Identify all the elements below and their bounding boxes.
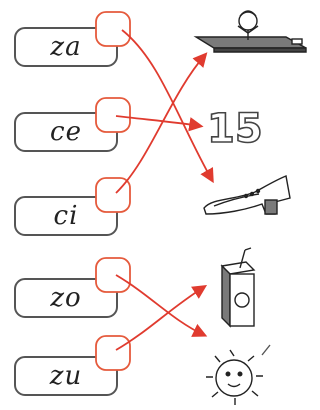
connection-line-za-shoe — [122, 30, 212, 180]
picture-number-text: 15 — [207, 106, 263, 152]
connection-line-zo-sun — [116, 275, 204, 335]
connector-circle-ce[interactable] — [96, 98, 130, 132]
sun-icon — [206, 345, 270, 405]
fifteen-number-icon: 15 — [207, 106, 263, 152]
zapping-board-icon — [196, 11, 306, 52]
connection-line-zu-juice — [116, 287, 204, 350]
connector-circle-za[interactable] — [96, 12, 130, 46]
connector-circle-zu[interactable] — [96, 336, 130, 370]
juice-box-icon — [222, 248, 254, 326]
connector-circle-zo[interactable] — [96, 258, 130, 292]
shoe-icon — [204, 176, 290, 214]
